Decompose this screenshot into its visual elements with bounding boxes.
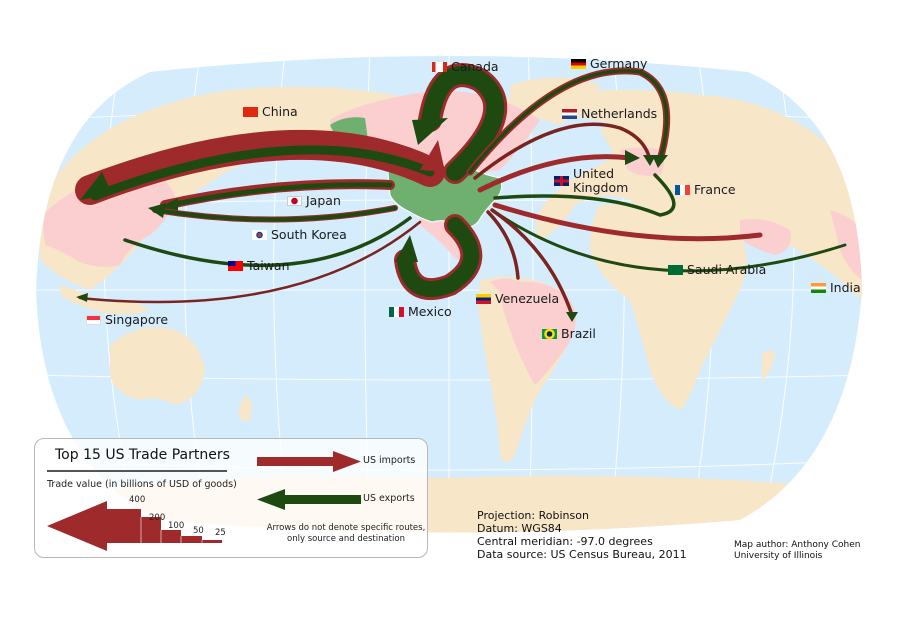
canada-arrowhead (412, 118, 448, 145)
france-arrow (493, 173, 676, 217)
legend-subtitle: Trade value (in billions of USD of goods… (47, 479, 237, 490)
saudi-arrow (492, 202, 763, 242)
label-brazil: Brazil (542, 327, 596, 341)
label-venezuela: Venezuela (476, 292, 559, 306)
label-mexico: Mexico (389, 305, 452, 319)
australia (110, 327, 205, 405)
legend-divider (47, 470, 227, 472)
taiwan-arrow (123, 216, 412, 268)
brazil-arrow (490, 208, 574, 317)
trade-value-scale (47, 501, 222, 551)
label-india: India (811, 281, 861, 295)
china-land (42, 169, 175, 267)
netherlands-arrow (473, 122, 652, 180)
label-saudi-arabia: Saudi Arabia (668, 263, 766, 277)
germany-flag-icon (571, 59, 586, 69)
mexico-flag-icon (389, 307, 404, 317)
netherlands-flag-icon (562, 109, 577, 119)
india-arrow (493, 210, 847, 273)
label-germany: Germany (571, 57, 647, 71)
label-singapore: Singapore (86, 313, 168, 327)
legend-note: Arrows do not denote specific routes, on… (266, 523, 426, 544)
uk-flag-icon (554, 176, 569, 186)
singapore-flag-icon (86, 315, 101, 325)
legend-arrows (257, 451, 361, 510)
brazil-flag-icon (542, 329, 557, 339)
south-korea-flag-icon (252, 230, 267, 240)
france-flag-icon (675, 185, 690, 195)
datum-text: Datum: WGS84 (477, 522, 562, 535)
label-china: China (243, 105, 298, 119)
japan-flag-icon (287, 196, 302, 206)
venezuela-arrow (486, 210, 520, 280)
label-south-korea: South Korea (252, 228, 347, 242)
canada-flag-icon (432, 62, 447, 72)
legend-imports-label: US imports (363, 455, 416, 466)
saudi-land (740, 218, 791, 255)
label-france: France (675, 183, 736, 197)
scale-200: 200 (149, 513, 166, 523)
trade-arrows (75, 63, 847, 322)
scale-100: 100 (168, 521, 185, 531)
scale-arrow-icon (47, 501, 141, 551)
label-canada: Canada (432, 60, 499, 74)
venezuela-flag-icon (476, 294, 491, 304)
saudi-arabia-flag-icon (668, 265, 683, 275)
india-flag-icon (811, 283, 826, 293)
africa (590, 203, 747, 410)
europe (600, 109, 800, 200)
label-taiwan: Taiwan (228, 259, 290, 273)
venezuela-land (490, 278, 520, 292)
projection-text: Projection: Robinson (477, 509, 589, 522)
brazil-land (500, 281, 576, 385)
label-netherlands: Netherlands (562, 107, 657, 121)
legend-box: Top 15 US Trade Partners Trade value (in… (34, 438, 428, 558)
china-arrowhead (80, 172, 112, 200)
label-japan: Japan (287, 194, 341, 208)
scale-25: 25 (215, 528, 226, 538)
data-source-text: Data source: US Census Bureau, 2011 (477, 548, 687, 561)
mexico-arrowhead (395, 235, 418, 262)
label-united-kingdom: United Kingdom (554, 167, 628, 195)
map-author: Map author: Anthony Cohen University of … (734, 540, 861, 561)
scale-50: 50 (193, 526, 204, 536)
taiwan-flag-icon (228, 261, 243, 271)
china-flag-icon (243, 107, 258, 117)
greenland (510, 77, 600, 125)
exports-arrow-icon (257, 489, 361, 510)
imports-arrow-icon (257, 451, 361, 472)
central-meridian-text: Central meridian: -97.0 degrees (477, 535, 653, 548)
scale-400: 400 (129, 495, 146, 505)
legend-title: Top 15 US Trade Partners (55, 447, 230, 463)
singapore-arrow (78, 220, 422, 304)
legend-exports-label: US exports (363, 493, 415, 504)
uk-arrow (477, 154, 633, 193)
map-metadata: Projection: Robinson Datum: WGS84 Centra… (477, 509, 687, 561)
china-export-arrow (90, 145, 435, 201)
